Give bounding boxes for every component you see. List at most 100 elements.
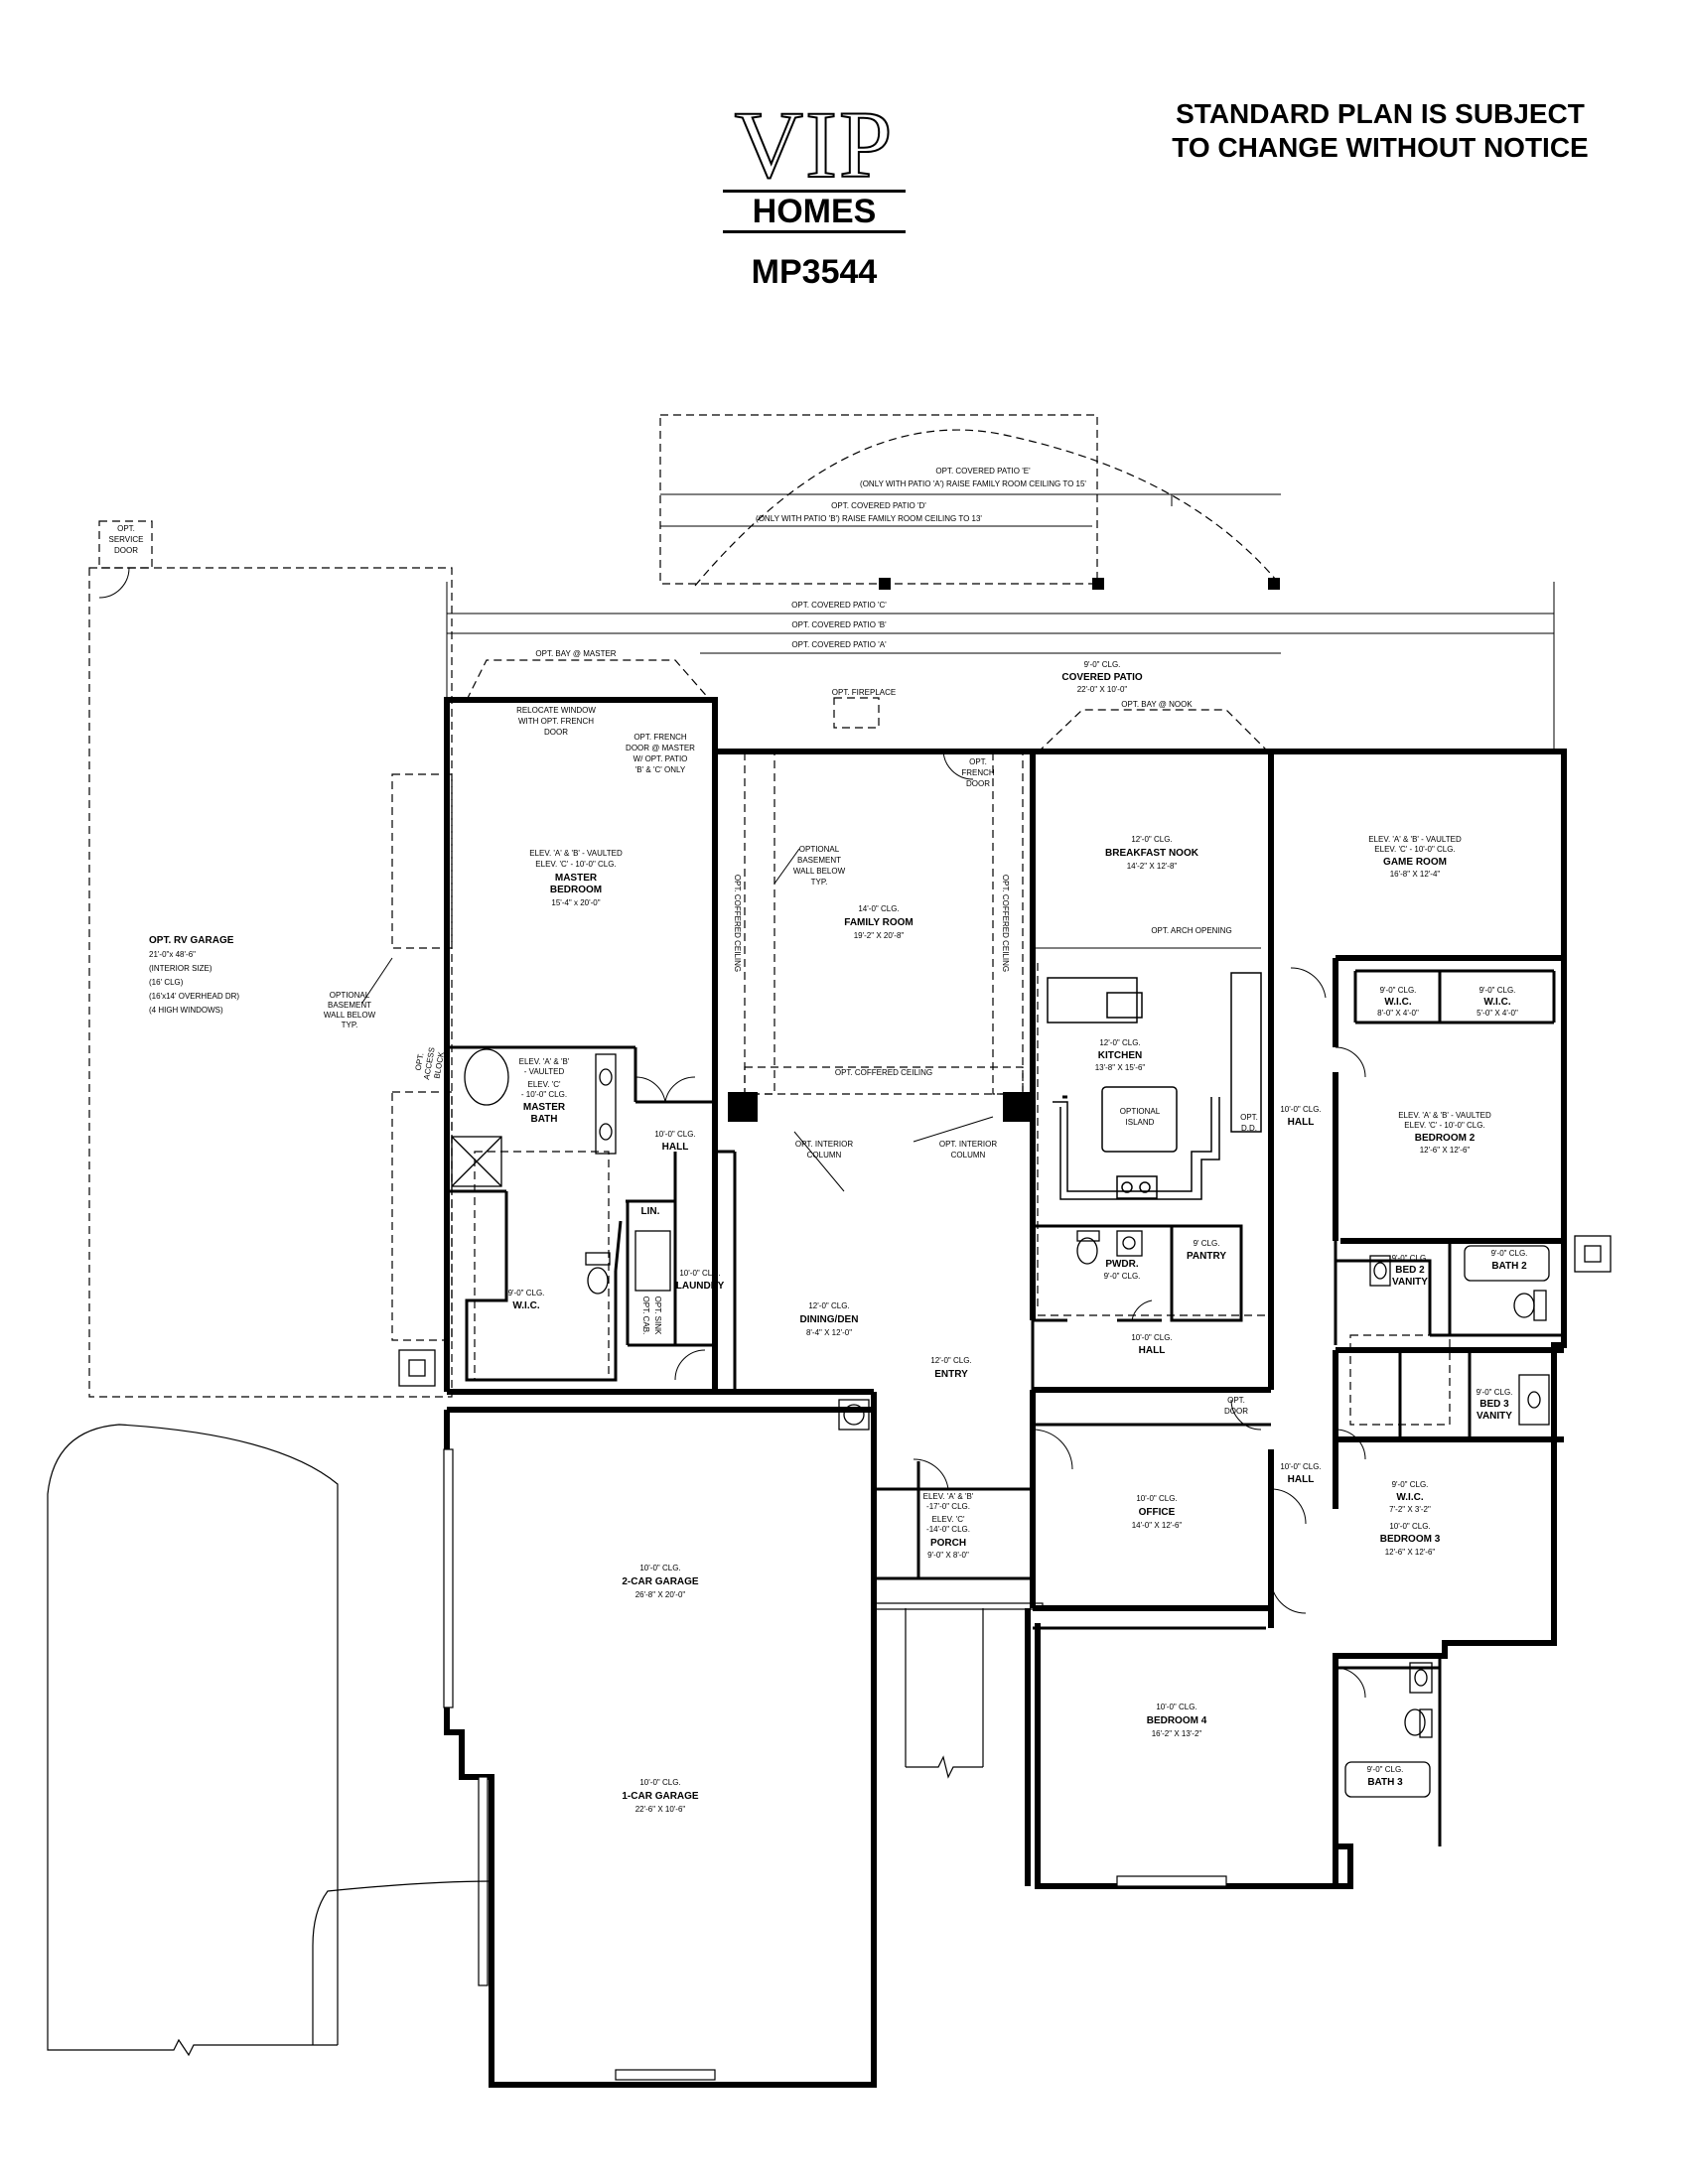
garage2-name: 2-CAR GARAGE (622, 1576, 699, 1587)
mbath-name-l2: BATH (530, 1114, 557, 1125)
entry-ceiling: 12'-0" CLG. (930, 1356, 971, 1365)
bedroom4-size: 16'-2" X 13'-2" (1152, 1729, 1202, 1738)
rv-garage-name: OPT. RV GARAGE (149, 935, 234, 946)
basement-note-l2: BASEMENT (328, 1001, 371, 1010)
bed2-vanity-l2: VANITY (1392, 1277, 1428, 1288)
kitchen-name: KITCHEN (1098, 1050, 1142, 1061)
master-elev-l1: ELEV. 'A' & 'B' - VAULTED (529, 849, 623, 858)
coffered-ceiling-right: OPT. COFFERED CEILING (1001, 875, 1010, 972)
master-french-l2: DOOR @ MASTER (626, 744, 695, 752)
bedroom3-size: 12'-6" X 12'-6" (1385, 1548, 1436, 1557)
wic-bed3-ceiling: 9'-0" CLG. (1392, 1480, 1429, 1489)
arch-opening-label: OPT. ARCH OPENING (1151, 926, 1231, 935)
laundry-ceiling: 10'-0" CLG. (679, 1269, 720, 1278)
fixtures (398, 1048, 1612, 1798)
bay-nook-label: OPT. BAY @ NOOK (1121, 700, 1193, 709)
bath3-ceiling: 9'-0" CLG. (1367, 1765, 1404, 1774)
hall-right-mid-name: HALL (1288, 1474, 1315, 1485)
hall-right-top-ceiling: 10'-0" CLG. (1280, 1105, 1321, 1114)
family-room-size: 19'-2" X 20'-8" (854, 931, 905, 940)
hall-master-ceiling: 10'-0" CLG. (654, 1130, 695, 1139)
bed2-vanity-ceiling: 9'-0" CLG. (1392, 1254, 1429, 1263)
model-number: MP3544 (751, 253, 878, 291)
covered-patio-size: 22'-0" X 10'-0" (1077, 685, 1128, 694)
wic-game-ceiling: 9'-0" CLG. (1380, 986, 1417, 995)
nook-name: BREAKFAST NOOK (1105, 848, 1199, 859)
porch-elev-l3: ELEV. 'C' (932, 1515, 965, 1524)
bedroom4-ceiling: 10'-0" CLG. (1156, 1703, 1196, 1711)
patio-e-note: (ONLY WITH PATIO 'A') RAISE FAMILY ROOM … (860, 479, 1086, 488)
patio-e-label: OPT. COVERED PATIO 'E' (935, 467, 1031, 476)
master-note-l3: DOOR (544, 728, 568, 737)
patio-c-label: OPT. COVERED PATIO 'C' (791, 601, 887, 610)
porch-name: PORCH (930, 1538, 966, 1549)
master-bedroom-name-l2: BEDROOM (550, 885, 602, 895)
notice-line-2: TO CHANGE WITHOUT NOTICE (1172, 132, 1589, 163)
patio-b-label: OPT. COVERED PATIO 'B' (791, 620, 887, 629)
family-basement-l3: WALL BELOW (793, 867, 846, 876)
family-french-l2: FRENCH (961, 768, 995, 777)
interior-walls (447, 969, 1564, 1846)
wic-game-size: 8'-0" X 4'-0" (1377, 1009, 1419, 1018)
coffered-ceiling-bottom: OPT. COFFERED CEILING (835, 1068, 932, 1077)
bed3-vanity-ceiling: 9'-0" CLG. (1477, 1388, 1513, 1397)
family-basement-l1: OPTIONAL (799, 845, 840, 854)
bath2-name: BATH 2 (1491, 1261, 1527, 1272)
garage2-ceiling: 10'-0" CLG. (639, 1564, 680, 1572)
basement-note-l3: WALL BELOW (324, 1011, 376, 1020)
opt-cab-l1: OPT. CAB. (641, 1297, 650, 1335)
bed2-vanity-l1: BED 2 (1395, 1265, 1425, 1276)
master-bedroom-size: 15'-4" x 20'-0" (551, 898, 600, 907)
porch-elev-l4: -14'-0" CLG. (926, 1525, 970, 1534)
powder-name: PWDR. (1105, 1259, 1139, 1270)
covered-patio-ceiling: 9'-0" CLG. (1084, 660, 1121, 669)
rv-garage-l5: (4 HIGH WINDOWS) (149, 1006, 223, 1015)
office-size: 14'-0" X 12'-6" (1132, 1521, 1183, 1530)
coffered-ceiling-left: OPT. COFFERED CEILING (733, 875, 742, 972)
hall-right-top-name: HALL (1288, 1117, 1315, 1128)
service-door-l2: SERVICE (109, 535, 144, 544)
mbath-elev-l4: - 10'-0" CLG. (521, 1090, 567, 1099)
rv-garage-l4: (16'x14' OVERHEAD DR) (149, 992, 239, 1001)
porch-elev-l2: -17'-0" CLG. (926, 1502, 970, 1511)
nook-size: 14'-2" X 12'-8" (1127, 862, 1178, 871)
bed3-vanity-l2: VANITY (1477, 1411, 1512, 1422)
office-name: OFFICE (1139, 1507, 1176, 1518)
game-elev-l2: ELEV. 'C' - 10'-0" CLG. (1374, 845, 1455, 854)
logo-sub-brand: HOMES (722, 190, 907, 233)
family-room-ceiling: 14'-0" CLG. (858, 904, 899, 913)
bed2-elev-l1: ELEV. 'A' & 'B' - VAULTED (1398, 1111, 1491, 1120)
room-labels: OPTIONAL BASEMENT WALL BELOW TYP. OPT. A… (324, 706, 1528, 1814)
bedroom2-name: BEDROOM 2 (1415, 1133, 1476, 1144)
bay-master-label: OPT. BAY @ MASTER (535, 649, 616, 658)
column-right-l2: COLUMN (951, 1151, 986, 1160)
bath2-ceiling: 9'-0" CLG. (1491, 1249, 1528, 1258)
rv-garage-l1: 21'-0"x 48'-6" (149, 950, 196, 959)
kitchen-size: 13'-8" X 15'-6" (1095, 1063, 1146, 1072)
powder-ceiling: 9'-0" CLG. (1104, 1272, 1141, 1281)
access-block-l1: OPT. (414, 1052, 426, 1071)
dining-size: 8'-4" X 12'-0" (806, 1328, 852, 1337)
master-note-l2: WITH OPT. FRENCH (518, 717, 594, 726)
dining-ceiling: 12'-0" CLG. (808, 1301, 849, 1310)
opt-dd-l2: D.D. (1241, 1124, 1257, 1133)
opt-dd-l1: OPT. (1240, 1113, 1258, 1122)
laundry-name: LAUNDRY (676, 1281, 725, 1292)
bedroom2-size: 12'-6" X 12'-6" (1420, 1146, 1471, 1155)
rv-garage-labels: OPT. RV GARAGE 21'-0"x 48'-6" (INTERIOR … (149, 935, 239, 1015)
wic-bed2-name: W.I.C. (1483, 997, 1510, 1008)
windows (443, 1448, 1227, 2081)
bed2-elev-l2: ELEV. 'C' - 10'-0" CLG. (1404, 1121, 1484, 1130)
wic-bed2-size: 5'-0" X 4'-0" (1477, 1009, 1518, 1018)
master-elev-l2: ELEV. 'C' - 10'-0" CLG. (535, 860, 616, 869)
garage1-ceiling: 10'-0" CLG. (639, 1778, 680, 1787)
rv-garage-l2: (INTERIOR SIZE) (149, 964, 212, 973)
game-elev-l1: ELEV. 'A' & 'B' - VAULTED (1368, 835, 1462, 844)
patio-d-note: (ONLY WITH PATIO 'B') RAISE FAMILY ROOM … (756, 514, 982, 523)
mbath-elev-l3: ELEV. 'C' (528, 1080, 561, 1089)
hall-center-name: HALL (1139, 1345, 1166, 1356)
door-swings (98, 567, 1366, 1699)
patio-posts (879, 578, 1280, 590)
family-room-name: FAMILY ROOM (844, 917, 913, 928)
service-door-l3: DOOR (114, 546, 138, 555)
